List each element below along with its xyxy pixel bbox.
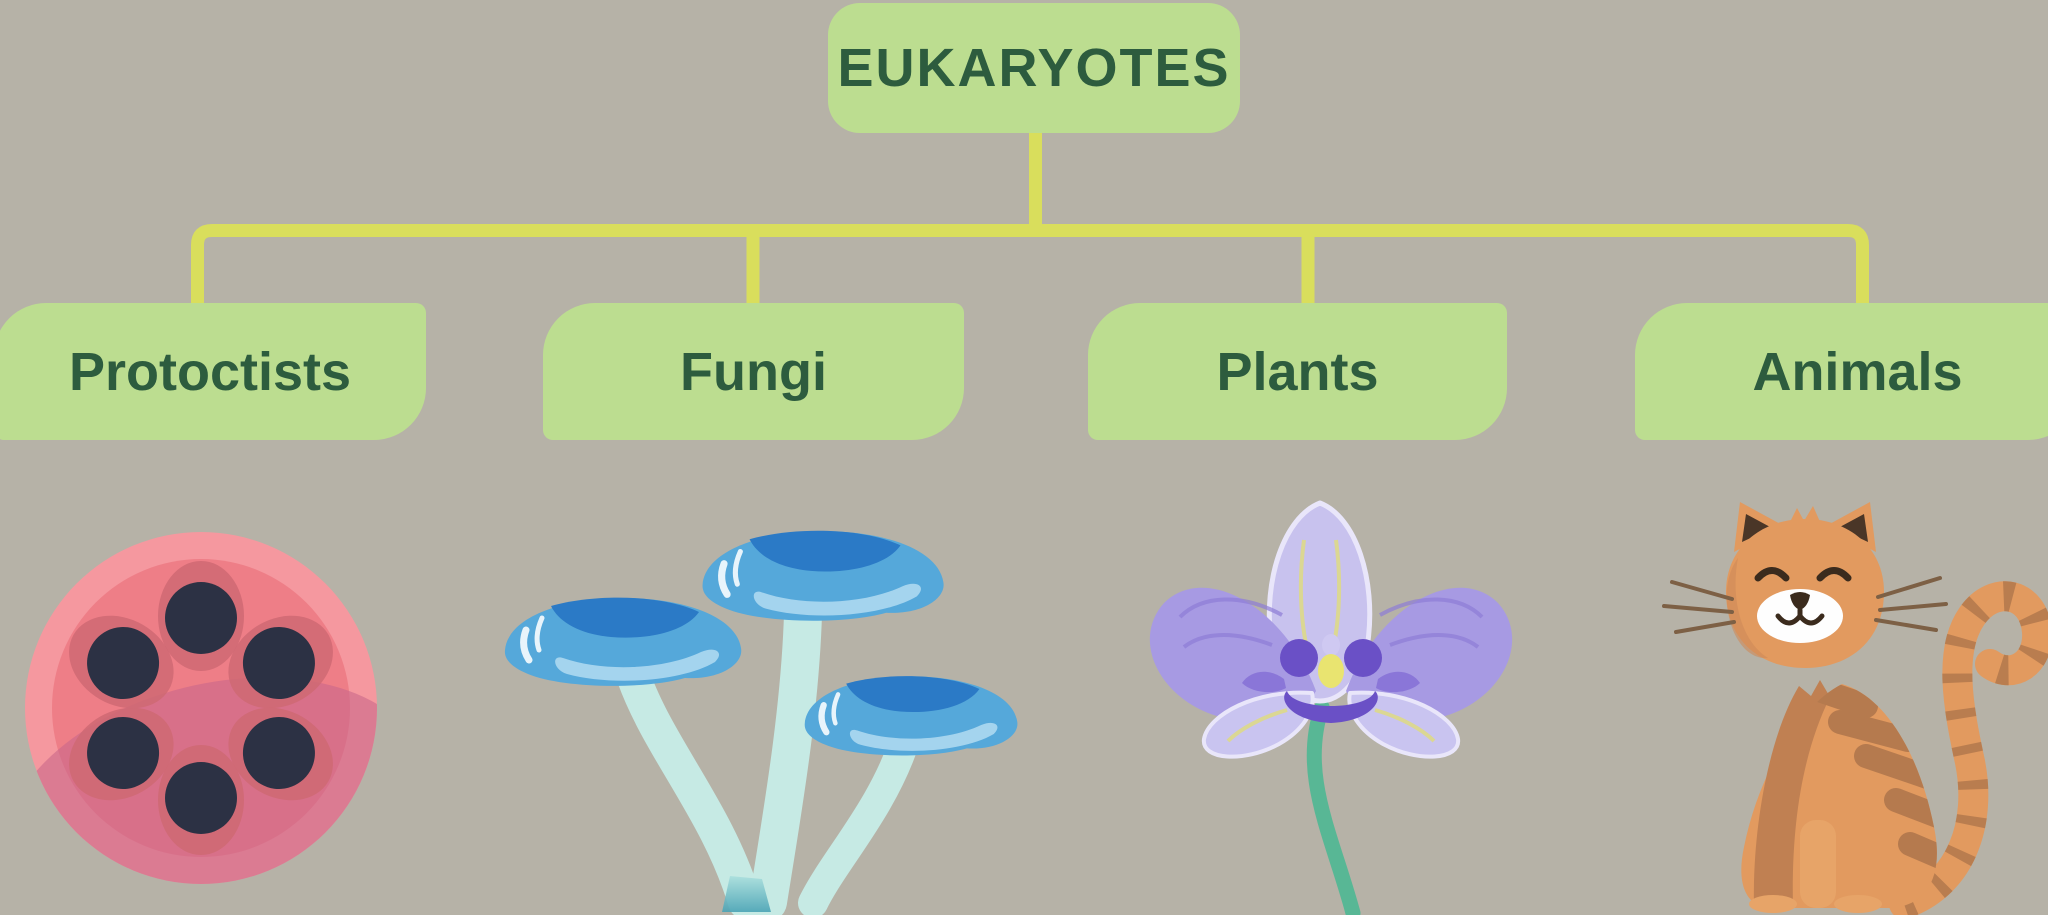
cat-front-leg	[1800, 820, 1836, 908]
blue-mushrooms-illustration	[482, 492, 1042, 915]
cat-paw	[1749, 895, 1797, 913]
category-node-animals: Animals	[1635, 303, 2048, 440]
cat-tail	[1889, 581, 2048, 915]
orchid-flower-illustration	[1149, 500, 1513, 915]
mushroom-cap-right	[805, 676, 1018, 755]
mushroom-stems	[617, 595, 920, 915]
orchid-stem	[1306, 699, 1361, 915]
category-label: Protoctists	[68, 341, 352, 402]
cat-face	[1754, 567, 1852, 643]
mushroom-base	[722, 876, 771, 912]
protoctist-cell-illustration	[25, 532, 377, 884]
orchid-lower-petals	[1201, 690, 1461, 759]
cat-eye-left	[1754, 567, 1790, 582]
root-node-eukaryotes: EUKARYOTES	[828, 3, 1240, 133]
category-node-fungi: Fungi	[543, 303, 964, 440]
cat-paw	[1834, 895, 1882, 913]
category-label: Plants	[1216, 341, 1379, 402]
cat-head	[1726, 502, 1884, 668]
root-node-label: EUKARYOTES	[837, 38, 1231, 98]
category-node-protoctists: Protoctists	[0, 303, 426, 440]
sitting-tabby-cat-illustration	[1662, 502, 2048, 915]
category-node-plants: Plants	[1088, 303, 1507, 440]
mushroom-cap-top	[703, 531, 944, 621]
cat-body-stripes	[1810, 684, 1937, 874]
cat-nose	[1790, 592, 1810, 610]
connector-rail	[191, 224, 1869, 306]
cat-mouth	[1775, 607, 1825, 626]
mushroom-cap-left	[505, 598, 741, 686]
orchid-lip	[1242, 634, 1420, 723]
category-label: Fungi	[680, 341, 827, 402]
cat-chest-patch	[1753, 680, 1830, 908]
cat-whiskers	[1662, 576, 1948, 634]
category-label: Animals	[1752, 341, 1963, 402]
cell-compartments	[69, 561, 333, 855]
cat-eye-right	[1816, 567, 1852, 582]
